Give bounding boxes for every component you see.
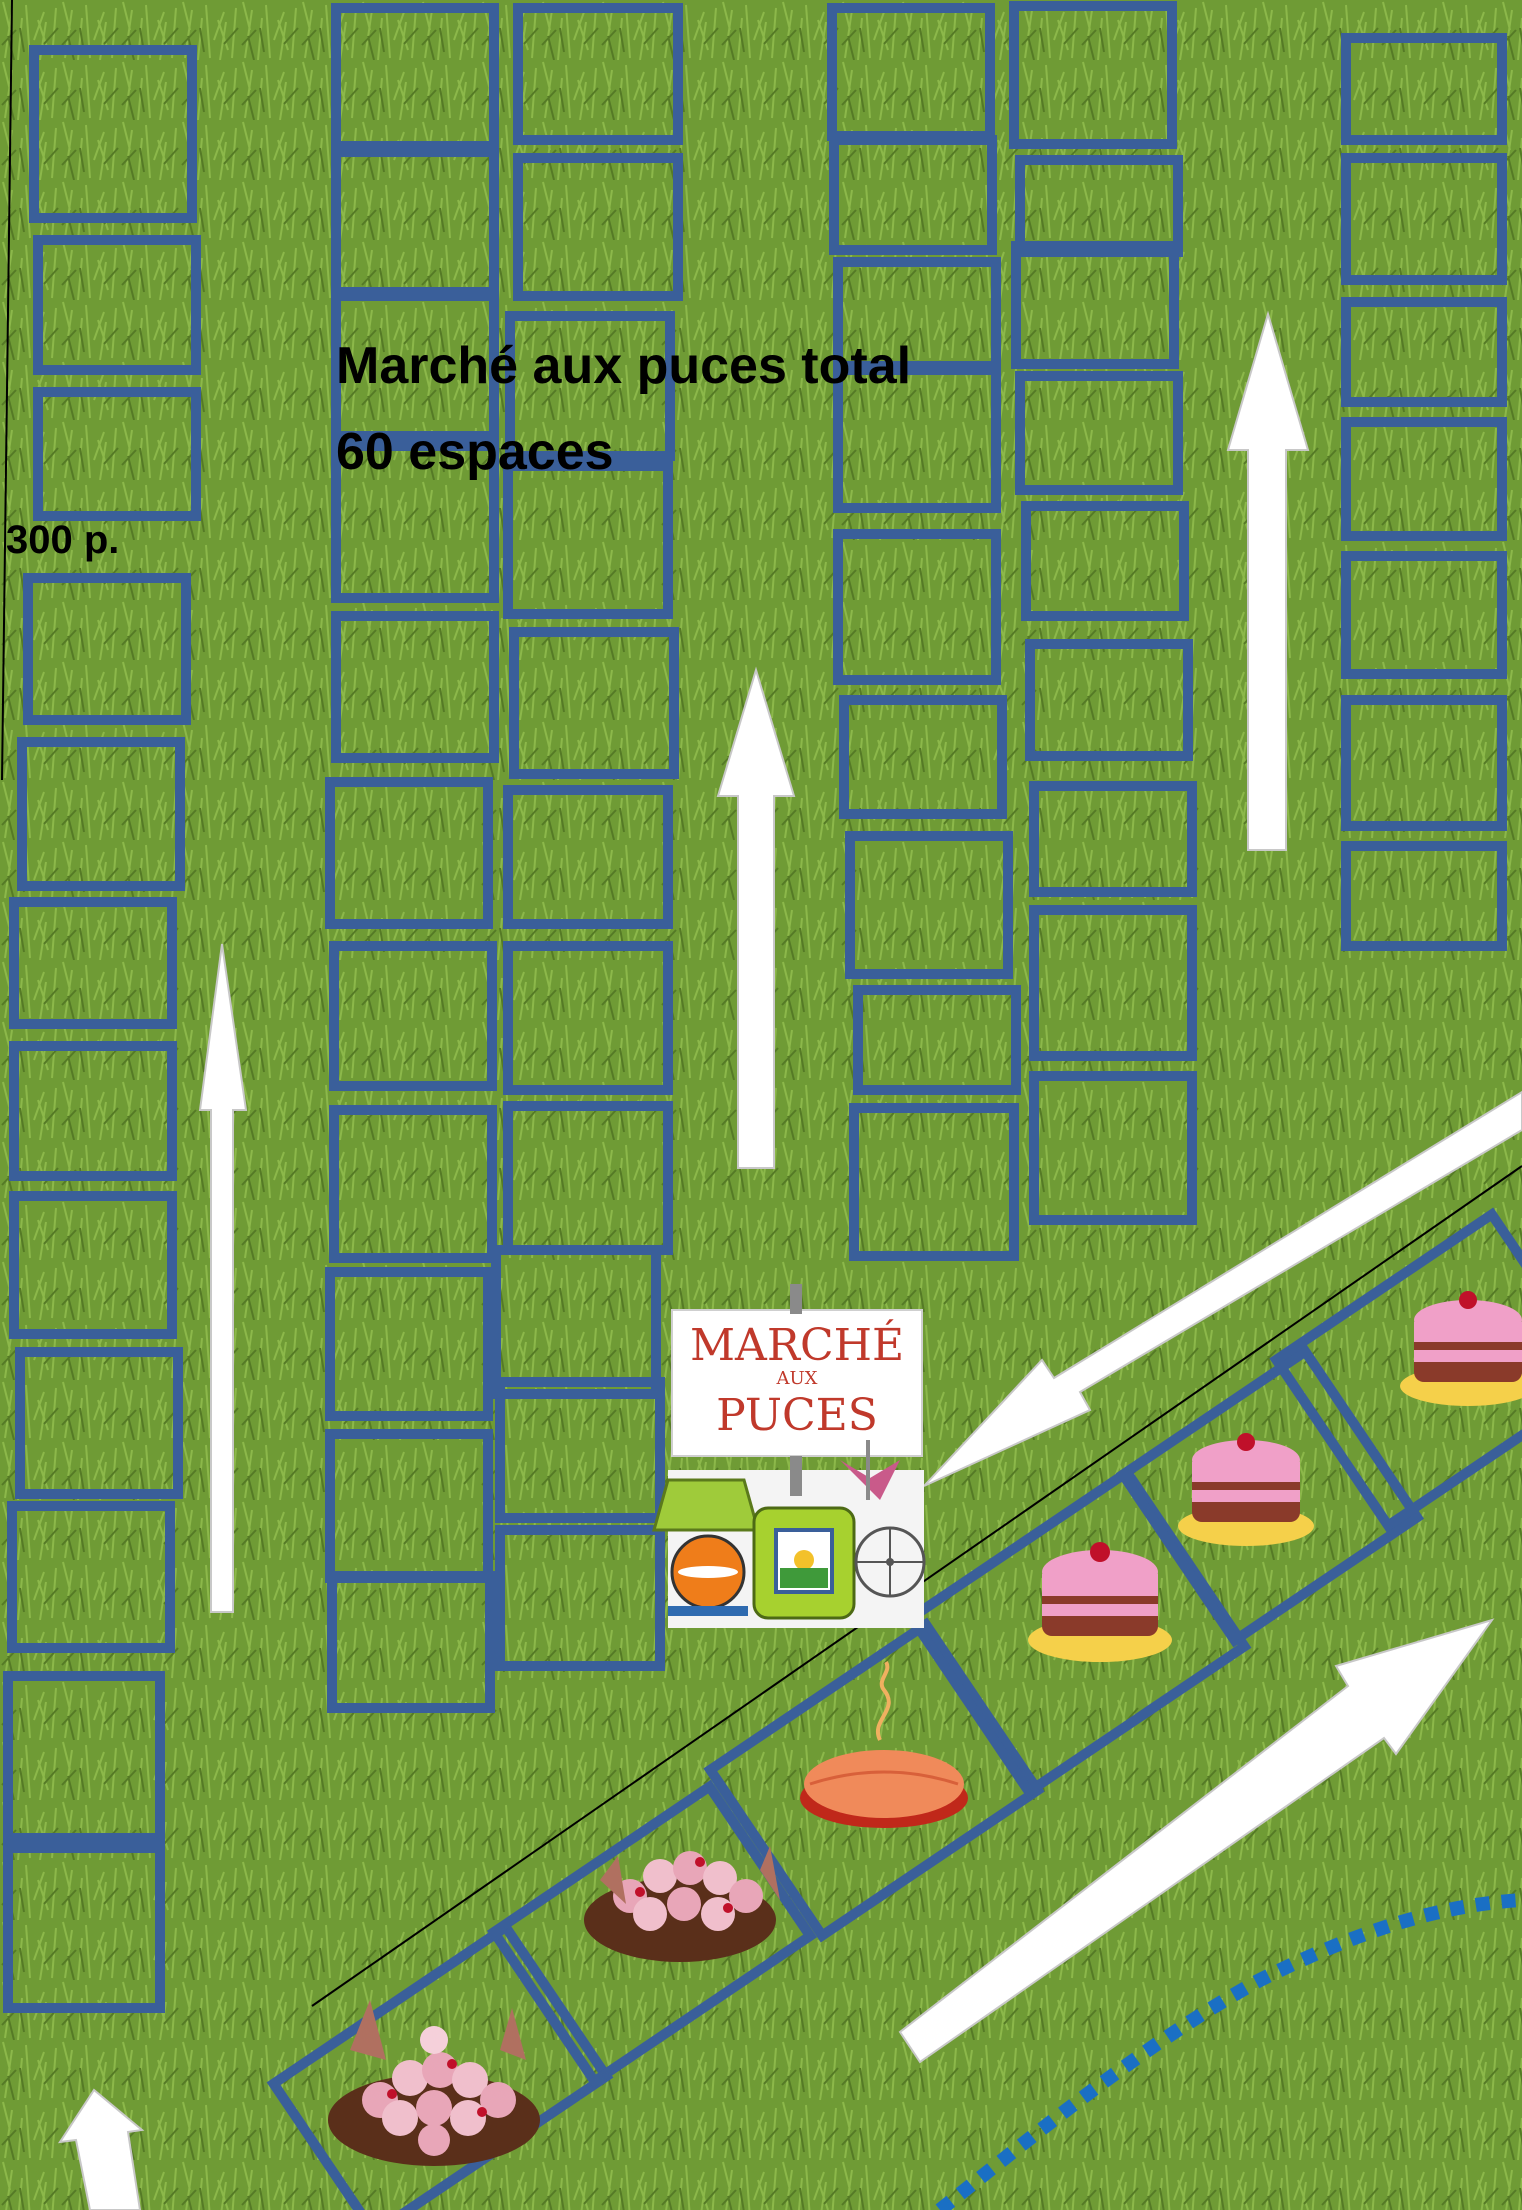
sign-title-line2: AUX (690, 1368, 904, 1389)
capacity-label: 300 p. (6, 518, 119, 563)
sign-title-line1: MARCHÉ (690, 1320, 904, 1371)
map-title-line1: Marché aux puces total (336, 336, 911, 396)
sign-title-line3: PUCES (690, 1390, 904, 1441)
map-title-line2: 60 espaces (336, 422, 614, 482)
